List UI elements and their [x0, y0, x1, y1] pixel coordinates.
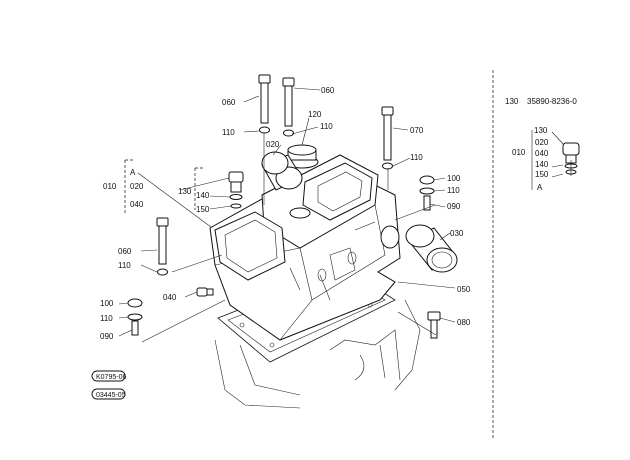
- part-number: 35890-8236-0: [527, 97, 577, 106]
- label-110-c: 110: [410, 153, 423, 162]
- label-110-a: 110: [222, 128, 235, 137]
- label-030: 030: [450, 229, 464, 238]
- label-100-b: 100: [100, 299, 114, 308]
- label-120: 120: [308, 110, 322, 119]
- stamp-top-text: K0795-06: [96, 374, 126, 381]
- label-090-b: 090: [100, 332, 114, 341]
- stamp-bottom: 03445-05: [91, 388, 126, 400]
- engine-block-outline: [214, 299, 421, 409]
- label-020: 020: [266, 140, 280, 149]
- inset-assembly: 130 020 010 040 140 150 A: [512, 126, 580, 192]
- bolt-060-a: [258, 74, 271, 134]
- bolt-060-b: [282, 77, 295, 137]
- label-110-e: 110: [118, 261, 131, 270]
- group-label-010: 010: [103, 182, 117, 191]
- label-110-d: 110: [447, 186, 460, 195]
- seal-020: [261, 151, 303, 191]
- stamp-top: K0795-06: [91, 370, 126, 382]
- label-060-b: 060: [321, 86, 335, 95]
- inset-label-040: 040: [535, 149, 549, 158]
- seal-030: [405, 224, 458, 273]
- label-110-b: 110: [320, 122, 333, 131]
- callout-labels: 060 060 120 110 110 020 070 110 100 110 …: [100, 86, 471, 341]
- ref-number: 130: [505, 97, 519, 106]
- plug-040: [196, 287, 214, 297]
- rocker-cover: [209, 154, 401, 341]
- label-100-a: 100: [447, 174, 461, 183]
- label-040: 040: [163, 293, 177, 302]
- inset-fitting-icon: [562, 142, 580, 156]
- group-label-040: 040: [130, 200, 144, 209]
- fitting-130: [228, 171, 244, 209]
- leader-lines: [118, 87, 456, 343]
- label-050: 050: [457, 285, 471, 294]
- label-110-f: 110: [100, 314, 113, 323]
- label-130: 130: [178, 187, 192, 196]
- fitting-100-right: [419, 175, 435, 211]
- bolt-070: [381, 106, 394, 170]
- label-090-a: 090: [447, 202, 461, 211]
- inset-label-150: 150: [535, 170, 549, 179]
- group-bracket-130: [194, 167, 205, 210]
- stamp-bottom-text: 03445-05: [96, 392, 126, 399]
- group-label-a: A: [130, 168, 136, 177]
- inset-label-020: 020: [535, 138, 549, 147]
- label-140: 140: [196, 191, 210, 200]
- inset-label-010: 010: [512, 148, 526, 157]
- label-060-c: 060: [118, 247, 132, 256]
- bolt-060-c: [156, 217, 169, 276]
- group-label-020: 020: [130, 182, 144, 191]
- label-070: 070: [410, 126, 424, 135]
- inset-label-130: 130: [534, 126, 548, 135]
- label-150: 150: [196, 205, 210, 214]
- inset-label-a: A: [537, 183, 543, 192]
- label-060-a: 060: [222, 98, 236, 107]
- group-bracket-010: A 010 020 040: [103, 159, 216, 231]
- inset-label-140: 140: [535, 160, 549, 169]
- bolt-080: [427, 311, 441, 339]
- fitting-100-left: [127, 298, 143, 336]
- label-080: 080: [457, 318, 471, 327]
